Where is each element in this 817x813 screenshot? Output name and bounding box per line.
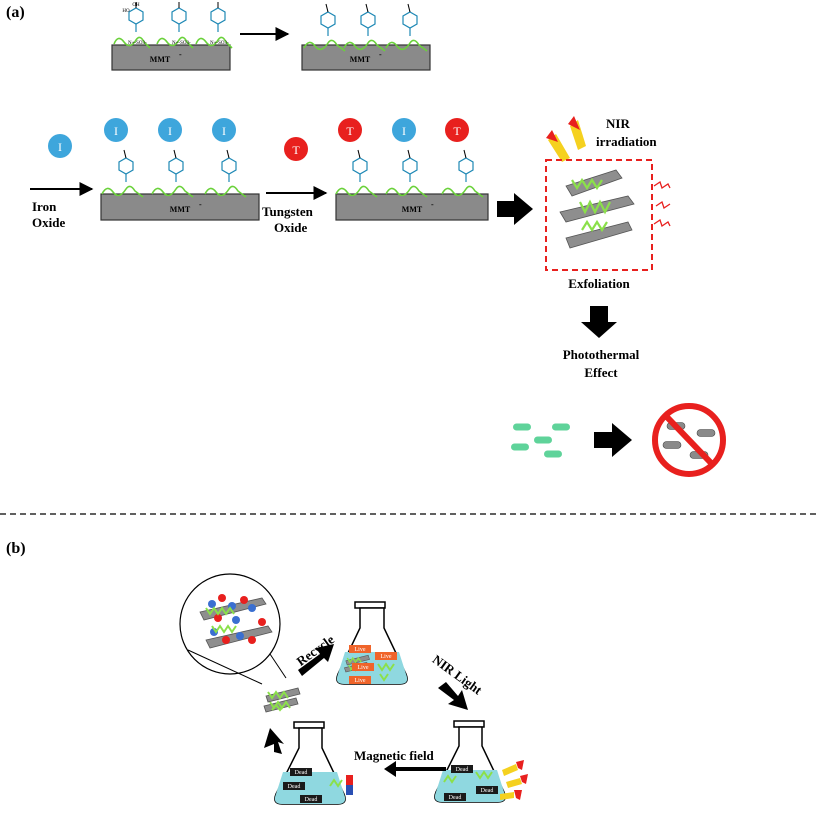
svg-text:N+-SO3-: N+-SO3- xyxy=(210,41,229,46)
exfoliation-label: Exfoliation xyxy=(568,276,630,291)
svg-text:T: T xyxy=(292,143,300,157)
mmt-label: MMT xyxy=(150,55,171,64)
flask-live: Live Live Live Live xyxy=(336,601,408,685)
svg-text:N+-SO3-: N+-SO3- xyxy=(128,41,147,46)
svg-text:-: - xyxy=(379,50,382,59)
tungsten-oxide-badge-standalone: T xyxy=(284,137,308,161)
svg-text:OH: OH xyxy=(132,3,140,8)
mmt-substrate-tungsten: MMT - xyxy=(335,193,489,221)
iron-loaded-molecules: I I I xyxy=(101,118,247,198)
svg-text:MMT: MMT xyxy=(402,205,423,214)
iron-oxide-badge-standalone: I xyxy=(48,134,72,158)
svg-text:Live: Live xyxy=(355,647,366,653)
mmt-substrate-top-left: MMT - xyxy=(111,44,231,71)
svg-text:Live: Live xyxy=(358,665,369,671)
nir-rays xyxy=(546,116,586,162)
block-arrow-down xyxy=(581,306,617,338)
flask-magnetic-dead: Dead Dead Dead xyxy=(274,721,346,805)
flask-nir-dead: Dead Dead Dead xyxy=(434,720,506,803)
nir-light-label: NIR Light xyxy=(430,652,486,698)
magnified-particle-view xyxy=(179,573,287,685)
svg-text:N+-SO3-: N+-SO3- xyxy=(172,41,191,46)
magnetic-field-label: Magnetic field xyxy=(354,748,435,763)
prohibited-bacteria-icon xyxy=(652,403,726,477)
recycle-arrow xyxy=(298,644,334,676)
svg-text:Dead: Dead xyxy=(295,770,308,776)
photothermal-label-line2: Effect xyxy=(584,365,618,380)
svg-text:Dead: Dead xyxy=(481,788,494,794)
photothermal-label-line1: Photothermal xyxy=(563,347,640,362)
mmt-charge: - xyxy=(179,50,182,59)
svg-text:-: - xyxy=(431,200,434,209)
svg-text:Live: Live xyxy=(355,678,366,684)
svg-text:T: T xyxy=(453,124,461,138)
svg-text:Dead: Dead xyxy=(456,767,469,773)
svg-text:MMT: MMT xyxy=(170,205,191,214)
svg-text:I: I xyxy=(168,124,172,138)
nir-label-line1: NIR xyxy=(606,116,630,131)
svg-text:Live: Live xyxy=(381,654,392,660)
panel-a-label: (a) xyxy=(6,4,25,21)
block-arrow-right-bacteria xyxy=(594,423,632,457)
iron-oxide-label-line1: Iron xyxy=(32,199,57,214)
nir-light-arrow xyxy=(438,682,468,710)
magnet-icon xyxy=(346,775,353,795)
svg-text:MMT: MMT xyxy=(350,55,371,64)
hydroxy-molecules-top-left: OH HO N+-SO3- N+-SO3- N+-SO3- xyxy=(113,1,233,49)
svg-text:Dead: Dead xyxy=(288,784,301,790)
nir-label-line2: irradiation xyxy=(596,134,657,149)
svg-text:I: I xyxy=(222,124,226,138)
mmt-substrate-iron: MMT - xyxy=(100,193,260,221)
return-arrow-up xyxy=(264,728,284,754)
svg-text:-: - xyxy=(199,200,202,209)
svg-text:I: I xyxy=(114,124,118,138)
nanocomposite-cluster xyxy=(263,687,301,713)
svg-text:I: I xyxy=(402,124,406,138)
heat-waves-icon xyxy=(653,180,671,228)
svg-text:Dead: Dead xyxy=(305,797,318,803)
svg-text:Dead: Dead xyxy=(449,795,462,801)
svg-text:T: T xyxy=(346,124,354,138)
tungsten-oxide-label-line2: Oxide xyxy=(274,220,307,235)
tungsten-oxide-label-line1: Tungsten xyxy=(262,204,314,219)
exfoliation-box xyxy=(545,159,653,271)
panel-b-label: (b) xyxy=(6,540,26,557)
block-arrow-right xyxy=(497,193,533,225)
svg-text:HO: HO xyxy=(122,9,130,14)
live-bacteria-group xyxy=(511,423,570,458)
nir-lamp-rays-right xyxy=(500,760,528,800)
svg-text:I: I xyxy=(58,140,62,154)
exfoliated-sheets xyxy=(559,169,635,249)
mixed-oxide-molecules: T I T xyxy=(335,118,484,198)
quinone-molecules-top-right xyxy=(303,3,428,52)
iron-oxide-label-line2: Oxide xyxy=(32,215,65,230)
